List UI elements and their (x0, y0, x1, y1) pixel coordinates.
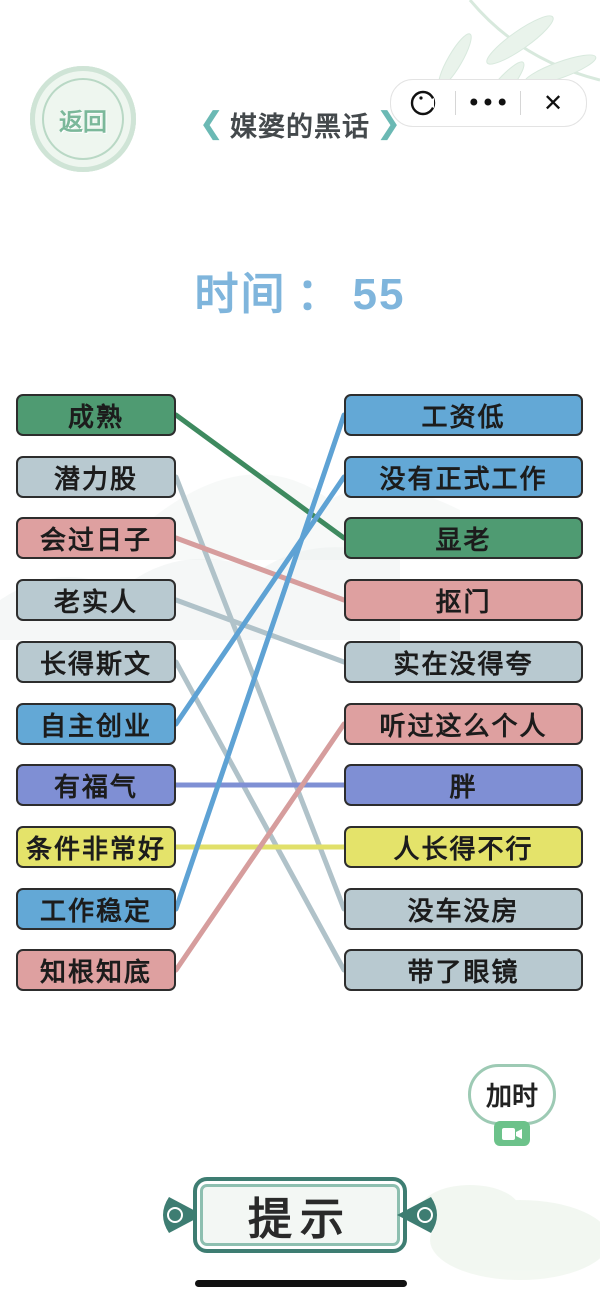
hint-button[interactable]: 提示 (155, 1173, 445, 1257)
left-word-tile[interactable]: 条件非常好 (16, 826, 176, 868)
left-word-tile[interactable]: 自主创业 (16, 703, 176, 745)
left-word-tile[interactable]: 有福气 (16, 764, 176, 806)
pacman-icon[interactable] (391, 80, 455, 126)
timer-label: 时间 (194, 270, 287, 319)
hint-label: 提示 (248, 1194, 352, 1245)
right-word-tile[interactable]: 没有正式工作 (344, 456, 583, 498)
left-word-tile[interactable]: 老实人 (16, 579, 176, 621)
level-title: ❮ 媒婆的黑话 ❯ (185, 102, 415, 146)
level-title-text: 媒婆的黑话 (230, 111, 370, 143)
left-word-tile[interactable]: 潜力股 (16, 456, 176, 498)
capsule-divider (520, 91, 521, 115)
capsule-divider (455, 91, 456, 115)
close-icon[interactable]: ✕ (542, 89, 564, 117)
right-word-tile[interactable]: 实在没得夸 (344, 641, 583, 683)
home-indicator (195, 1280, 407, 1287)
video-ad-icon (494, 1121, 530, 1146)
back-button-label: 返回 (59, 106, 107, 136)
right-word-tile[interactable]: 听过这么个人 (344, 703, 583, 745)
more-icon[interactable]: ••• (466, 89, 510, 117)
miniprogram-capsule: ••• ✕ (390, 79, 587, 127)
left-word-tile[interactable]: 会过日子 (16, 517, 176, 559)
right-word-tile[interactable]: 胖 (344, 764, 583, 806)
timer-separator: ： (296, 270, 343, 319)
right-word-tile[interactable]: 人长得不行 (344, 826, 583, 868)
scroll-ornament-left-icon (163, 1197, 203, 1233)
left-word-tile[interactable]: 知根知底 (16, 949, 176, 991)
right-word-tile[interactable]: 显老 (344, 517, 583, 559)
right-word-tile[interactable]: 工资低 (344, 394, 583, 436)
right-word-tile[interactable]: 带了眼镜 (344, 949, 583, 991)
add-time-label: 加时 (468, 1064, 556, 1126)
left-word-tile[interactable]: 成熟 (16, 394, 176, 436)
timer: 时间：55 (0, 258, 600, 322)
right-word-tile[interactable]: 没车没房 (344, 888, 583, 930)
left-word-tile[interactable]: 长得斯文 (16, 641, 176, 683)
back-button[interactable]: 返回 (30, 66, 136, 172)
scroll-ornament-right-icon (397, 1197, 437, 1233)
right-word-tile[interactable]: 抠门 (344, 579, 583, 621)
timer-value: 55 (352, 270, 406, 319)
left-word-tile[interactable]: 工作稳定 (16, 888, 176, 930)
add-time-button[interactable]: 加时 (466, 1064, 558, 1146)
chevron-left-icon: ❮ (198, 106, 224, 141)
